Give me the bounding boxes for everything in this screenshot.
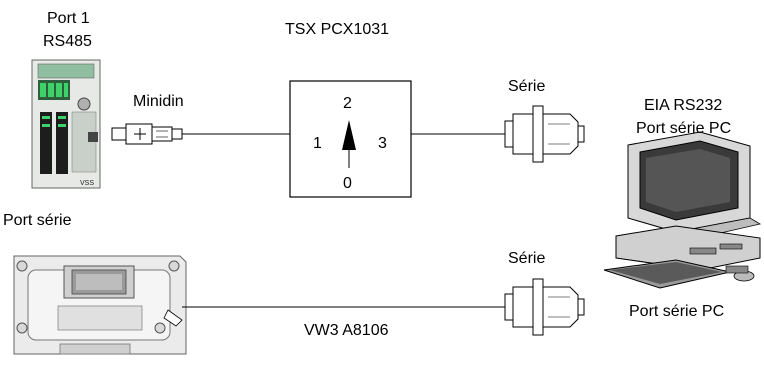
pc-port-label: Port série PC (636, 120, 732, 137)
adapter-pos-bottom: 0 (343, 175, 352, 192)
serial-top-label: Série (508, 78, 546, 95)
serial-connector-top (504, 105, 585, 163)
adapter-arrow (342, 120, 356, 150)
pc-illustration (603, 131, 762, 289)
minidin-label: Minidin (133, 93, 184, 110)
drive-port-label: Port série (3, 212, 72, 229)
adapter-pos-left: 1 (313, 135, 322, 152)
bottom-cable-label: VW3 A8106 (304, 322, 389, 339)
plc-panel-text: VSS (80, 180, 94, 187)
serial-connector-bottom (504, 278, 585, 336)
serial-bottom-label: Série (508, 250, 546, 267)
pc-standard-label: EIA RS232 (644, 97, 723, 114)
adapter-pos-right: 3 (378, 135, 387, 152)
adapter-pos-top: 2 (343, 95, 352, 112)
plc-protocol-label: RS485 (43, 33, 92, 50)
adapter-title: TSX PCX1031 (285, 21, 390, 38)
drive-unit (13, 255, 187, 355)
minidin-plug (111, 123, 183, 145)
plc-module (31, 59, 101, 189)
pc-bottom-port-label: Port série PC (629, 303, 725, 320)
plc-port-label: Port 1 (47, 10, 90, 27)
